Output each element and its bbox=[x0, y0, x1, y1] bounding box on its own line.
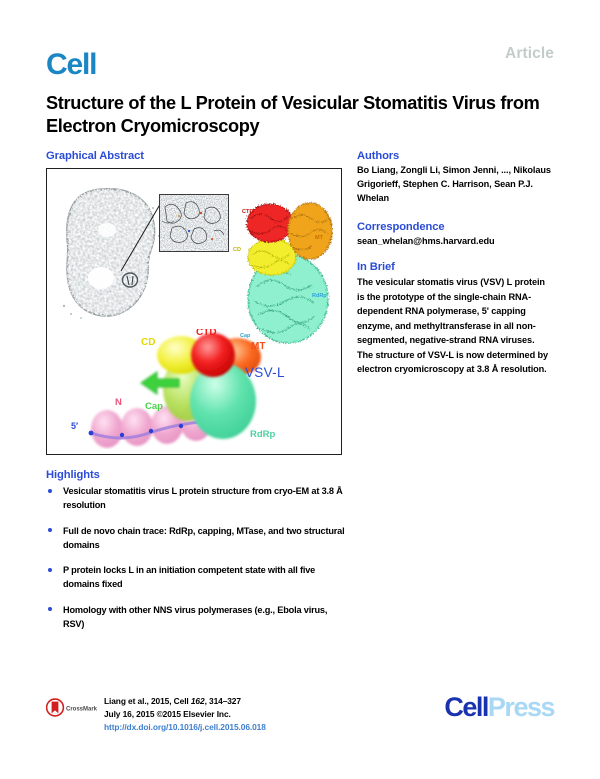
citation-pages: , 314–327 bbox=[204, 696, 241, 706]
highlight-item: Homology with other NNS virus polymerase… bbox=[46, 603, 346, 632]
graphical-abstract-figure: CTD MT CD RdRp Cap bbox=[46, 168, 342, 455]
cryoem-density-map-image bbox=[57, 186, 165, 321]
highlights-heading: Highlights bbox=[46, 469, 100, 481]
domain-schematic-diagram: CTD CD MT Cap RdRp N 5′ bbox=[65, 329, 330, 449]
doi-link[interactable]: http://dx.doi.org/10.1016/j.cell.2015.06… bbox=[104, 721, 266, 732]
in-brief-heading: In Brief bbox=[357, 261, 395, 273]
highlight-item-text: Full de novo chain trace: RdRp, capping,… bbox=[63, 525, 345, 550]
bullet-icon bbox=[48, 488, 53, 493]
svg-text:RdRp: RdRp bbox=[250, 429, 276, 440]
correspondence-email[interactable]: sean_whelan@hms.harvard.edu bbox=[357, 236, 495, 246]
citation-volume: 162 bbox=[190, 696, 205, 706]
graphical-abstract-canvas: CTD MT CD RdRp Cap bbox=[47, 169, 341, 454]
citation-line-2: July 16, 2015 ©2015 Elsevier Inc. bbox=[104, 708, 231, 719]
bullet-icon bbox=[48, 528, 53, 533]
highlight-item: P protein locks L in an initiation compe… bbox=[46, 563, 346, 592]
citation-prefix: Liang et al., 2015, Cell bbox=[104, 696, 191, 706]
crossmark-badge[interactable]: CrossMark bbox=[46, 698, 98, 717]
svg-text:N: N bbox=[115, 397, 122, 408]
cell-press-logo-press: Press bbox=[487, 692, 556, 722]
svg-text:CD: CD bbox=[141, 337, 155, 348]
cell-press-logo: CellPress bbox=[444, 692, 556, 722]
graphical-abstract-heading: Graphical Abstract bbox=[46, 150, 144, 162]
correspondence-heading: Correspondence bbox=[357, 221, 445, 233]
bullet-icon bbox=[48, 567, 53, 572]
svg-text:Cap: Cap bbox=[145, 401, 163, 412]
vsvl-figure-label: VSV-L bbox=[245, 365, 285, 380]
svg-text:CD: CD bbox=[233, 247, 241, 253]
authors-list: Bo Liang, Zongli Li, Simon Jenni, ..., N… bbox=[357, 165, 551, 203]
svg-text:MT: MT bbox=[251, 341, 265, 352]
svg-text:RdRp: RdRp bbox=[312, 293, 327, 299]
svg-text:Cap: Cap bbox=[240, 333, 251, 339]
bullet-icon bbox=[48, 607, 53, 612]
highlight-item: Vesicular stomatitis virus L protein str… bbox=[46, 484, 346, 513]
page-title: Structure of the L Protein of Vesicular … bbox=[46, 93, 540, 137]
svg-text:CTD: CTD bbox=[196, 329, 217, 338]
ribbon-structure-image: CTD MT CD RdRp Cap bbox=[232, 191, 337, 351]
article-type-kicker: Article bbox=[505, 45, 554, 62]
highlight-item: Full de novo chain trace: RdRp, capping,… bbox=[46, 524, 346, 553]
svg-text:5′: 5′ bbox=[71, 421, 78, 431]
authors-heading: Authors bbox=[357, 150, 400, 162]
highlights-list: Vesicular stomatitis virus L protein str… bbox=[46, 484, 346, 642]
cell-press-logo-cell: Cell bbox=[444, 692, 489, 722]
citation-line-1: Liang et al., 2015, Cell 162, 314–327 bbox=[104, 695, 266, 708]
highlight-item-text: Homology with other NNS virus polymerase… bbox=[63, 604, 328, 629]
highlight-item-text: P protein locks L in an initiation compe… bbox=[63, 565, 316, 590]
citation-block: Liang et al., 2015, Cell 162, 314–327 Ju… bbox=[104, 695, 266, 733]
svg-text:MT: MT bbox=[315, 235, 324, 241]
footer: CrossMark Liang et al., 2015, Cell 162, … bbox=[46, 692, 556, 740]
atomic-model-inset-image bbox=[159, 194, 229, 252]
crossmark-label: CrossMark bbox=[66, 707, 98, 713]
svg-text:CTD: CTD bbox=[242, 209, 253, 215]
in-brief-text: The vesicular stomatis virus (VSV) L pro… bbox=[357, 277, 549, 375]
highlight-item-text: Vesicular stomatitis virus L protein str… bbox=[63, 486, 343, 511]
cell-journal-logo: Cell bbox=[46, 48, 97, 81]
